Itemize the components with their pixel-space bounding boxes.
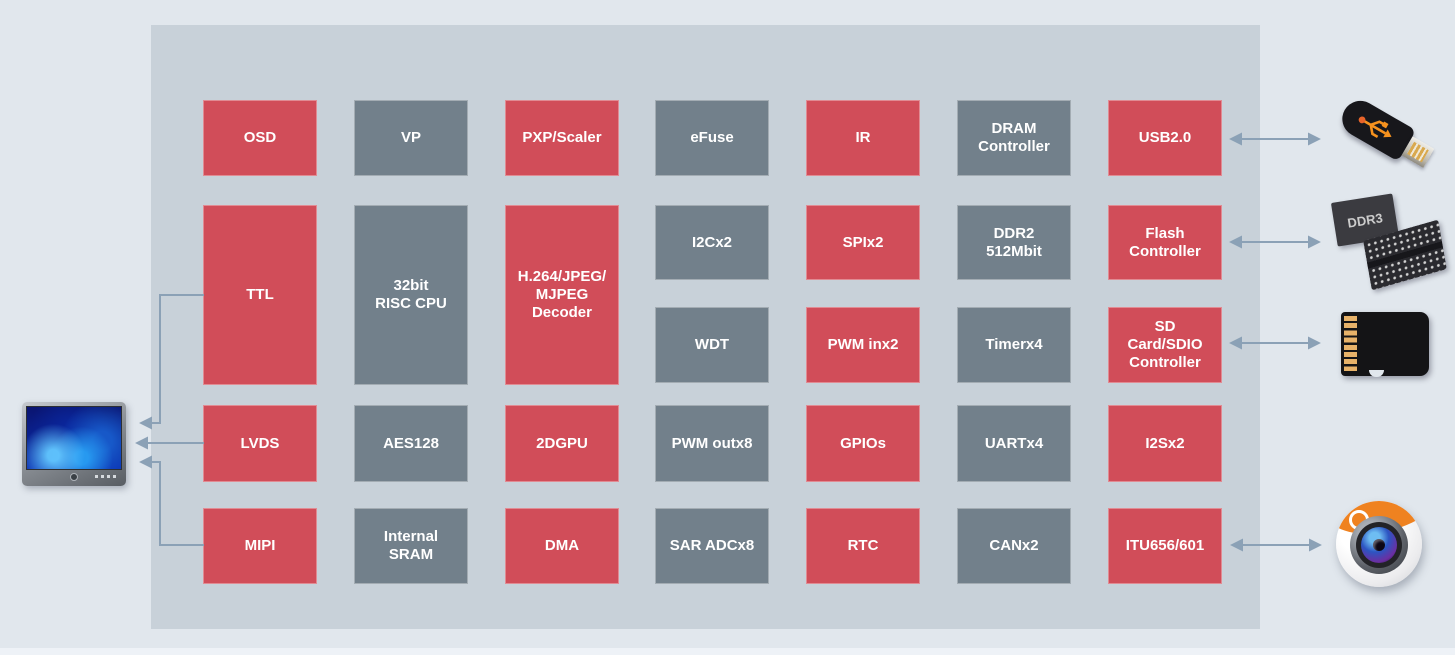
block-timer: Timerx4 — [957, 307, 1071, 383]
block-pwm-in: PWM inx2 — [806, 307, 920, 383]
camera-image — [1336, 501, 1422, 587]
block-h264-decoder: H.264/JPEG/ MJPEG Decoder — [505, 205, 619, 385]
block-sar-adc: SAR ADCx8 — [655, 508, 769, 584]
monitor-bezel — [26, 470, 122, 483]
block-lvds: LVDS — [203, 405, 317, 482]
block-i2s: I2Sx2 — [1108, 405, 1222, 482]
block-ir: IR — [806, 100, 920, 176]
block-pxp-scaler: PXP/Scaler — [505, 100, 619, 176]
block-wdt: WDT — [655, 307, 769, 383]
camera-lens-iris — [1361, 527, 1397, 563]
monitor-screen — [26, 406, 122, 470]
monitor-logo — [70, 472, 78, 481]
block-pwm-out: PWM outx8 — [655, 405, 769, 482]
usb-trident-icon — [1358, 116, 1392, 139]
micro-sd-card-image — [1341, 312, 1429, 377]
block-2dgpu: 2DGPU — [505, 405, 619, 482]
block-can: CANx2 — [957, 508, 1071, 584]
block-i2c: I2Cx2 — [655, 205, 769, 280]
block-aes128: AES128 — [354, 405, 468, 482]
block-ttl: TTL — [203, 205, 317, 385]
block-rtc: RTC — [806, 508, 920, 584]
block-usb2: USB2.0 — [1108, 100, 1222, 176]
block-dram-controller: DRAM Controller — [957, 100, 1071, 176]
ddr3-chips-image: DDR3 — [1330, 188, 1455, 291]
usb-drive-body — [1335, 94, 1417, 162]
monitor-buttons — [95, 475, 119, 478]
block-efuse: eFuse — [655, 100, 769, 176]
block-uart: UARTx4 — [957, 405, 1071, 482]
block-sd-sdio-controller: SD Card/SDIO Controller — [1108, 307, 1222, 383]
block-risc-cpu: 32bit RISC CPU — [354, 205, 468, 385]
block-mipi: MIPI — [203, 508, 317, 584]
block-spi: SPIx2 — [806, 205, 920, 280]
block-flash-controller: Flash Controller — [1108, 205, 1222, 280]
block-ddr2: DDR2 512Mbit — [957, 205, 1071, 280]
display-monitor-image — [22, 402, 126, 486]
bottom-strip — [0, 648, 1455, 655]
block-gpios: GPIOs — [806, 405, 920, 482]
block-internal-sram: Internal SRAM — [354, 508, 468, 584]
block-vp: VP — [354, 100, 468, 176]
usb-flash-drive-image — [1322, 84, 1455, 206]
block-osd: OSD — [203, 100, 317, 176]
block-dma: DMA — [505, 508, 619, 584]
block-itu656: ITU656/601 — [1108, 508, 1222, 584]
